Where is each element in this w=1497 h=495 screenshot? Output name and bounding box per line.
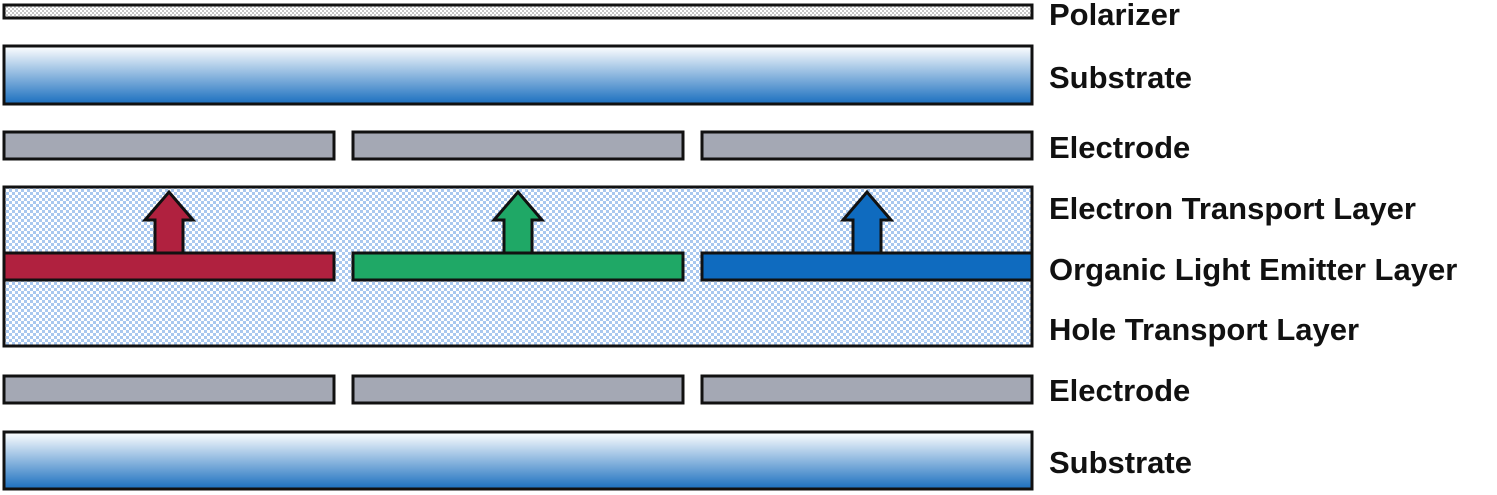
label-electrode-bottom: Electrode [1049,373,1190,408]
electrode-bottom-segment [2,374,336,405]
label-electrode-top: Electrode [1049,130,1190,165]
electrode-top-group [2,130,1034,161]
electrode-bottom-segment [700,374,1034,405]
label-hole-transport: Hole Transport Layer [1049,312,1359,347]
electrode-top-segment [2,130,336,161]
up-arrow-icon [839,189,895,255]
electrode-bottom-segment [351,374,685,405]
label-electron-transport: Electron Transport Layer [1049,191,1416,226]
organic-emitter-group [2,251,1034,282]
emitter-green-strip [351,251,685,282]
label-organic-emitter: Organic Light Emitter Layer [1049,252,1457,287]
emitter-red-strip [2,251,336,282]
label-substrate-top: Substrate [1049,60,1192,95]
emitter-blue-strip [700,251,1034,282]
electrode-top-segment [351,130,685,161]
up-arrow-icon [490,189,546,255]
electrode-top-segment [700,130,1034,161]
substrate-bottom-layer [2,430,1034,491]
polarizer-layer [2,3,1034,20]
electrode-bottom-group [2,374,1034,405]
emission-arrows [141,189,895,255]
substrate-top-layer [2,44,1034,106]
up-arrow-icon [141,189,197,255]
label-substrate-bottom: Substrate [1049,445,1192,480]
label-polarizer: Polarizer [1049,0,1180,32]
